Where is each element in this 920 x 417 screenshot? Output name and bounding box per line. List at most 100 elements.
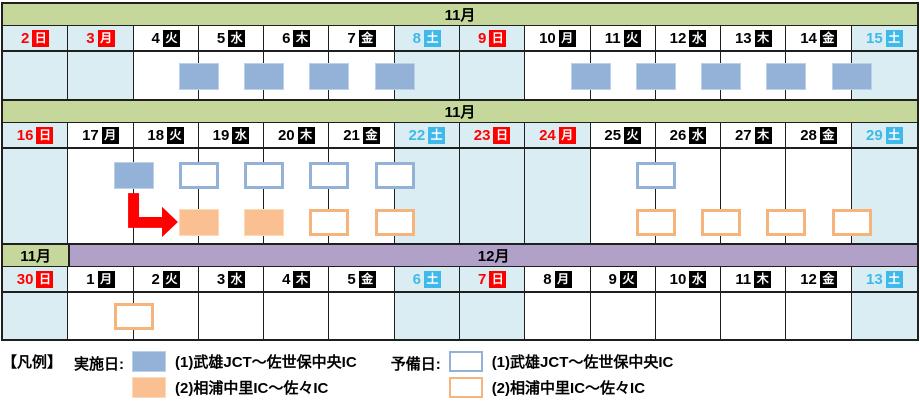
schedule-cell-16 <box>3 149 69 243</box>
schedule-cell-9 <box>590 293 656 339</box>
schedule-cell-5 <box>329 293 395 339</box>
schedule-cell-4 <box>264 293 330 339</box>
day-of-week-badge: 金 <box>819 126 837 144</box>
legend-group-implementation: 実施日: (1)武雄JCT～佐世保中央IC (2)相浦中里IC～佐々IC <box>74 351 357 398</box>
day-of-week-badge: 水 <box>232 126 250 144</box>
implementation-box-blue-fill <box>178 63 219 90</box>
day-of-week-badge: 木 <box>754 126 772 144</box>
day-of-week-badge: 日 <box>36 270 54 288</box>
day-of-week-badge: 水 <box>689 126 707 144</box>
reserve-orange-swatch <box>448 377 483 398</box>
implementation-box-blue-fill <box>570 63 611 90</box>
date-number: 3 <box>86 29 95 47</box>
day-of-week-badge: 火 <box>167 126 185 144</box>
implementation-blue-swatch <box>132 351 167 372</box>
day-of-week-badge: 土 <box>424 29 442 47</box>
day-of-week-badge: 月 <box>97 29 115 47</box>
schedule-cell-8 <box>525 293 591 339</box>
day-of-week-badge: 月 <box>558 126 576 144</box>
implementation-box-blue-fill <box>374 63 415 90</box>
reserve-box-blue-outline <box>309 162 350 189</box>
date-number: 1 <box>86 270 95 288</box>
date-number: 4 <box>282 270 291 288</box>
schedule-cell-12 <box>786 293 852 339</box>
schedule-cell-11 <box>721 293 787 339</box>
day-of-week-badge: 水 <box>228 29 246 47</box>
date-number: 9 <box>477 29 487 47</box>
legend-item-label: (2)相浦中里IC～佐々IC <box>491 380 646 397</box>
day-of-week-badge: 木 <box>754 270 772 288</box>
legend-group-reserve: 予備日: (1)武雄JCT～佐世保中央IC (2)相浦中里IC～佐々IC <box>391 351 674 398</box>
date-number: 8 <box>543 270 552 288</box>
date-number: 30 <box>16 270 34 288</box>
schedule-cell-2 <box>3 52 69 99</box>
date-number: 8 <box>412 29 422 47</box>
date-number: 23 <box>473 126 491 144</box>
day-of-week-badge: 火 <box>623 29 641 47</box>
date-number: 4 <box>151 29 160 47</box>
date-number: 16 <box>16 126 34 144</box>
schedule-cell-10 <box>655 293 722 339</box>
day-of-week-badge: 土 <box>885 29 903 47</box>
date-number: 5 <box>216 29 226 47</box>
reserve-box-blue-outline <box>635 162 676 189</box>
legend-item: (2)相浦中里IC～佐々IC <box>448 377 674 398</box>
reserve-box-orange-outline <box>766 209 807 236</box>
date-number: 14 <box>800 29 817 47</box>
day-of-week-badge: 火 <box>624 126 642 144</box>
day-of-week-badge: 火 <box>162 29 180 47</box>
date-number: 2 <box>20 29 30 47</box>
day-of-week-badge: 月 <box>101 126 119 144</box>
schedule-cell-24 <box>525 149 591 243</box>
legend-item: (1)武雄JCT～佐世保中央IC <box>132 351 357 372</box>
month-header: 11月 <box>3 4 917 25</box>
date-number: 5 <box>347 270 356 288</box>
implementation-box-orange-fill <box>244 209 285 236</box>
date-number: 9 <box>608 270 617 288</box>
reserve-box-orange-outline <box>701 209 742 236</box>
legend-items: (1)武雄JCT～佐世保中央IC (2)相浦中里IC～佐々IC <box>448 351 674 398</box>
legend-item-label: (1)武雄JCT～佐世保中央IC <box>491 354 674 371</box>
day-of-week-badge: 土 <box>885 270 903 288</box>
day-of-week-badge: 木 <box>297 126 315 144</box>
date-number: 19 <box>212 126 230 144</box>
implementation-box-blue-fill <box>309 63 350 90</box>
date-number: 27 <box>734 126 752 144</box>
schedule-cell-7 <box>459 293 526 339</box>
month-header: 11月 <box>3 245 69 266</box>
day-of-week-badge: 火 <box>619 270 637 288</box>
date-number: 17 <box>82 126 99 144</box>
day-of-week-badge: 土 <box>885 126 903 144</box>
schedule-row <box>3 149 917 245</box>
reserve-box-blue-outline <box>244 162 285 189</box>
date-number: 11 <box>735 270 752 288</box>
legend-items: (1)武雄JCT～佐世保中央IC (2)相浦中里IC～佐々IC <box>132 351 357 398</box>
